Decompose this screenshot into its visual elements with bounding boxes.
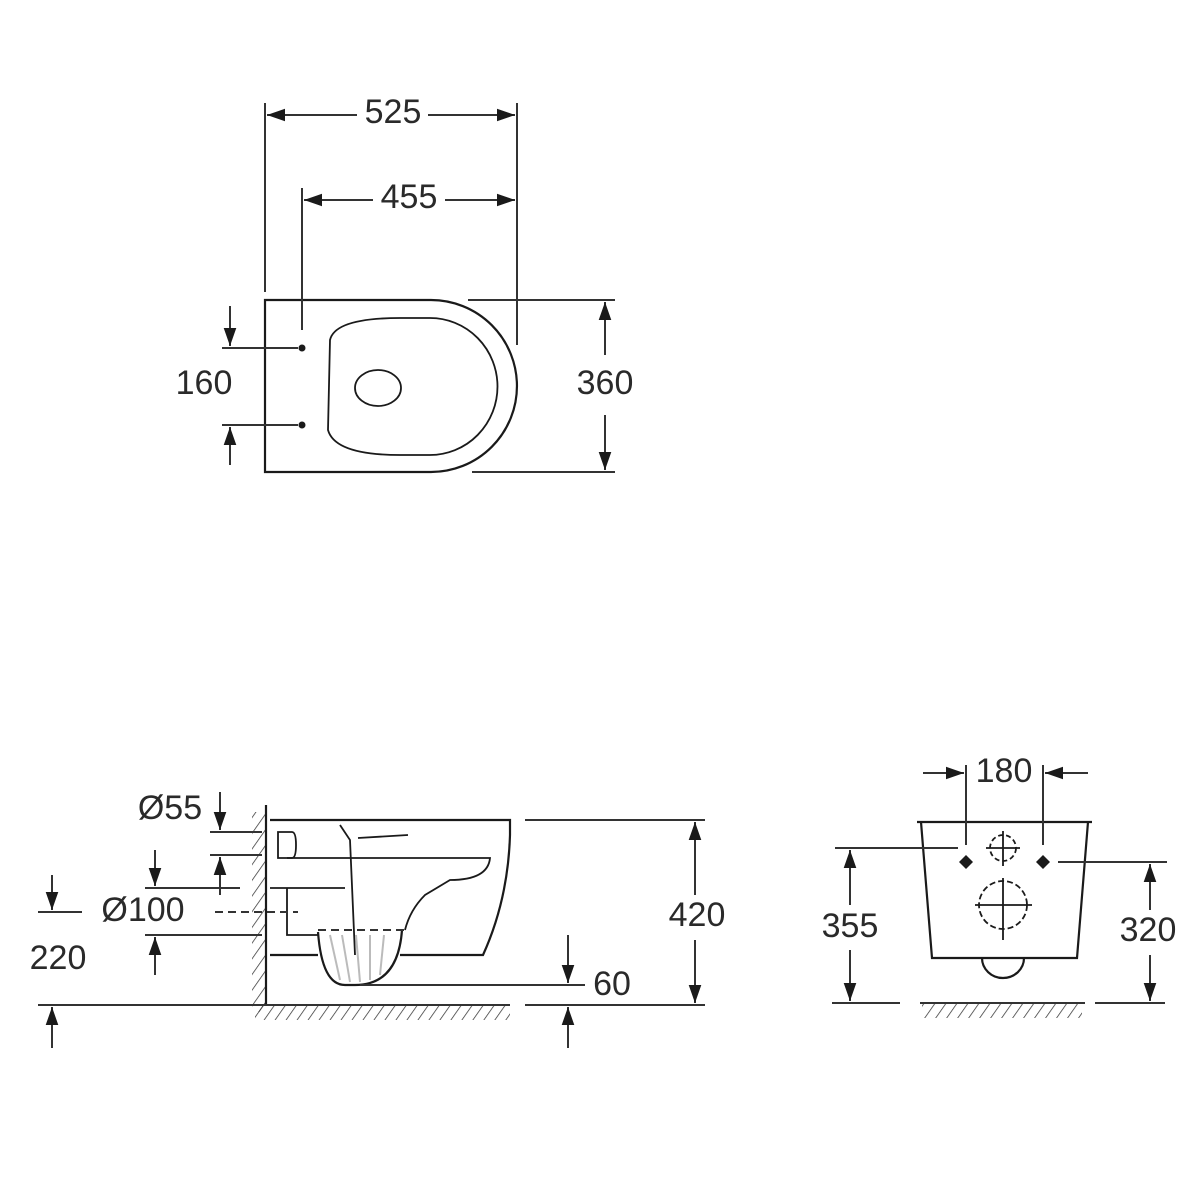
dim-fixing-spacing: 160 bbox=[176, 364, 233, 402]
dim-fixing-to-front: 455 bbox=[381, 178, 438, 216]
seat-opening bbox=[327, 317, 499, 456]
inlet-crosshair bbox=[986, 831, 1020, 866]
rear-view: 180 355 320 bbox=[822, 752, 1177, 1018]
dim-bolt-spacing: 180 bbox=[976, 752, 1033, 790]
bowl-interior bbox=[287, 824, 491, 956]
side-view: Ø55 Ø100 220 60 420 bbox=[30, 789, 726, 1048]
dim-outlet-diameter: Ø100 bbox=[101, 891, 184, 929]
fixing-hole-top bbox=[298, 344, 306, 352]
dim-overall-length: 525 bbox=[365, 93, 422, 131]
inlet-connector bbox=[277, 831, 297, 859]
rear-outline bbox=[917, 820, 1092, 960]
top-view: 525 455 360 160 bbox=[176, 93, 634, 474]
side-profile-outline bbox=[270, 818, 512, 957]
bolt-hole-left bbox=[959, 855, 973, 869]
dim-bolt-height: 320 bbox=[1120, 911, 1177, 949]
outlet-crosshair bbox=[975, 878, 1032, 940]
floor-hatch bbox=[255, 1006, 510, 1020]
outlet-connector bbox=[270, 887, 345, 936]
trap-shading bbox=[329, 934, 385, 983]
dim-width: 360 bbox=[577, 364, 634, 402]
dim-rim-height: 420 bbox=[669, 896, 726, 934]
fixing-hole-bottom bbox=[298, 421, 306, 429]
top-view-outline bbox=[263, 298, 519, 474]
dim-inlet-height: 355 bbox=[822, 907, 879, 945]
dim-outlet-height: 220 bbox=[30, 939, 87, 977]
bowl-outlet bbox=[354, 369, 402, 407]
rear-trap bbox=[980, 957, 1026, 980]
rear-floor-hatch bbox=[922, 1004, 1082, 1018]
trap-bowl bbox=[316, 929, 404, 987]
bolt-hole-right bbox=[1036, 855, 1050, 869]
dim-inlet-diameter: Ø55 bbox=[138, 789, 202, 827]
dim-bowl-bottom-offset: 60 bbox=[593, 965, 631, 1003]
